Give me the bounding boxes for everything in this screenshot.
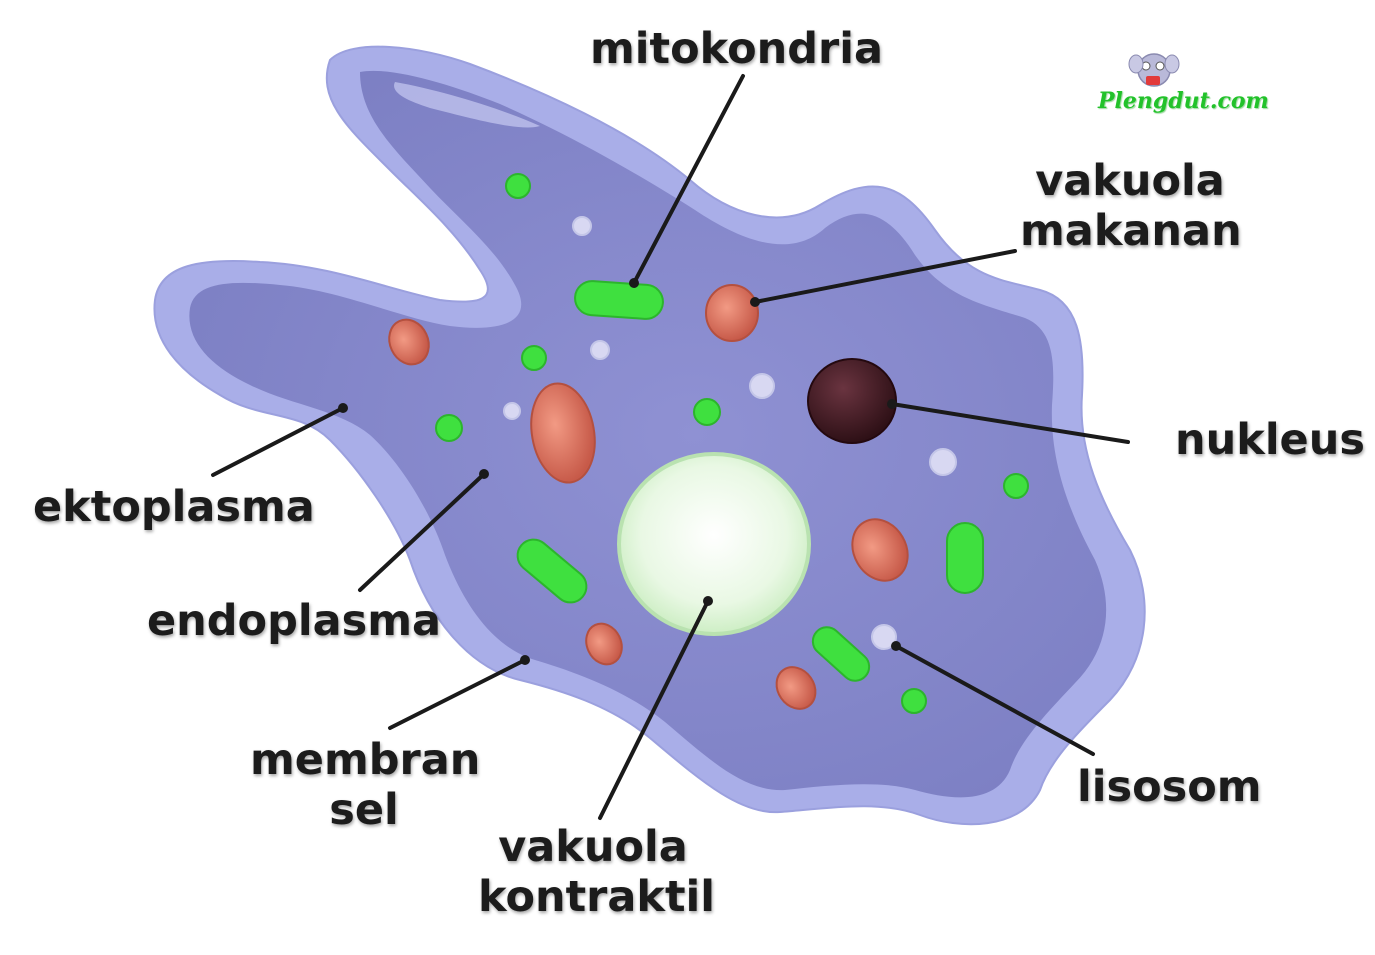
- leader-dot: [520, 655, 530, 665]
- label-vakuola-kontraktil-line2: kontraktil: [478, 872, 716, 922]
- label-membran-sel: membran sel: [250, 735, 481, 835]
- food-vacuole: [851, 518, 909, 582]
- label-vakuola-kontraktil: vakuola kontraktil: [478, 822, 716, 922]
- leader-line-lisosom: [894, 644, 1095, 756]
- label-ektoplasma: ektoplasma: [33, 482, 315, 532]
- label-vakuola-makanan: vakuola makanan: [1020, 156, 1242, 256]
- lysosome: [572, 216, 592, 236]
- lysosome: [590, 340, 610, 360]
- food-vacuole: [775, 666, 817, 710]
- lysosome: [749, 373, 775, 399]
- nucleus: [807, 358, 897, 444]
- mitochondrion: [946, 522, 984, 594]
- leader-dot: [479, 469, 489, 479]
- food-vacuole: [388, 318, 430, 366]
- label-membran-sel-line2: sel: [329, 785, 399, 835]
- mitochondrion-small: [521, 345, 547, 371]
- lysosomes-group: [503, 216, 957, 650]
- lysosome: [871, 624, 897, 650]
- contractile-vacuole: [617, 452, 811, 636]
- leader-line-vakuola-makanan: [753, 249, 1017, 304]
- food-vacuoles-group: [388, 284, 909, 710]
- leader-dot: [891, 641, 901, 651]
- leader-dot: [703, 596, 713, 606]
- mitochondrion: [811, 626, 871, 682]
- arm-highlight: [394, 82, 540, 128]
- leader-dot: [629, 278, 639, 288]
- food-vacuole: [585, 622, 623, 666]
- label-vakuola-makanan-line2: makanan: [1020, 206, 1242, 256]
- label-membran-sel-line1: membran: [250, 735, 481, 785]
- mitochondrion-small: [505, 173, 531, 199]
- leader-dot: [750, 297, 760, 307]
- label-nukleus: nukleus: [1175, 415, 1365, 465]
- mitochondrion-small: [901, 688, 927, 714]
- leader-dots: [338, 278, 901, 665]
- leader-dot: [887, 399, 897, 409]
- watermark-mascot-icon: [1128, 53, 1180, 87]
- mitochondrion-small: [693, 398, 721, 426]
- label-endoplasma: endoplasma: [147, 596, 442, 646]
- leader-line-membran-sel: [388, 658, 527, 730]
- food-vacuole: [530, 382, 596, 484]
- label-lisosom: lisosom: [1077, 762, 1262, 812]
- mitochondrion-small: [435, 414, 463, 442]
- watermark-text: Plengdut.com: [1098, 88, 1269, 114]
- leader-line-nukleus: [890, 402, 1130, 444]
- mitochondria-group: [435, 173, 1029, 714]
- label-mitokondria: mitokondria: [590, 24, 883, 74]
- label-vakuola-makanan-line1: vakuola: [1035, 156, 1225, 206]
- leader-line-vakuola-kontraktil: [598, 599, 710, 820]
- leader-line-endoplasma: [358, 472, 486, 592]
- leader-dot: [338, 403, 348, 413]
- lysosome: [503, 402, 521, 420]
- lysosome: [929, 448, 957, 476]
- mitochondrion: [574, 280, 664, 320]
- label-vakuola-kontraktil-line1: vakuola: [498, 822, 688, 872]
- leader-line-ektoplasma: [211, 406, 345, 477]
- endoplasm-region: [189, 70, 1107, 798]
- mitochondrion: [516, 538, 588, 604]
- leader-lines: [211, 74, 1130, 820]
- leader-line-mitokondria: [632, 74, 745, 285]
- mitochondrion-small: [1003, 473, 1029, 499]
- food-vacuole: [705, 284, 759, 342]
